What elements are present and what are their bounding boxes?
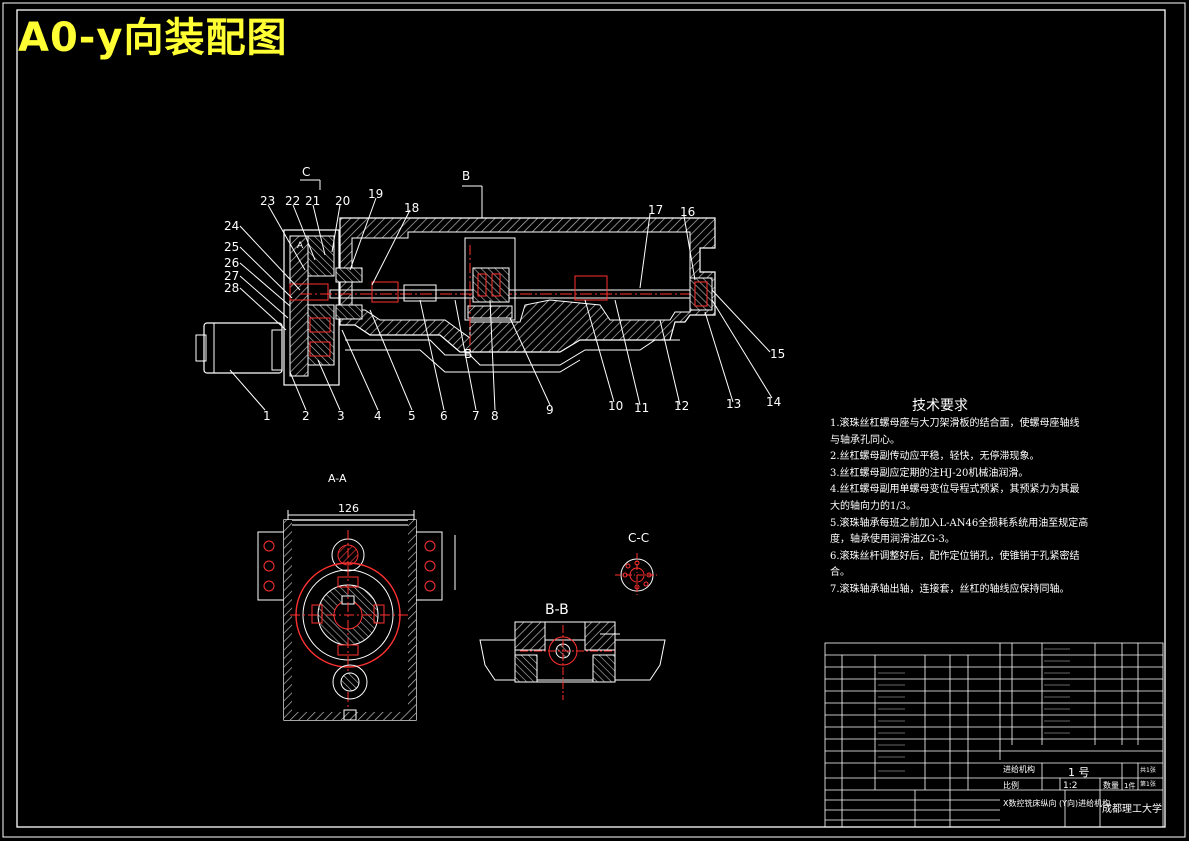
balloon-26: 26 [224, 256, 239, 270]
title-block-qty-value: 1件 [1124, 781, 1135, 790]
balloon-16: 16 [680, 205, 695, 219]
balloon-6: 6 [440, 409, 448, 423]
balloon-24: 24 [224, 219, 239, 233]
title-block-sheet-total: 共1张 [1140, 766, 1156, 774]
section-label-a-small: A [297, 241, 304, 251]
section-view-b-b: B-B [479, 602, 666, 700]
inner-border [16, 9, 1166, 828]
balloon-21: 21 [305, 194, 320, 208]
balloon-8: 8 [491, 409, 499, 423]
title-block-sheet-no: 1 号 [1068, 766, 1090, 779]
balloon-22: 22 [285, 194, 300, 208]
tech-requirement-item: 4.丝杠螺母副用单螺母变位导程式预紧，其预紧力为其最 大的轴向力的1/3。 [830, 484, 1080, 512]
bom-row-marks [878, 648, 1070, 772]
balloon-2: 2 [302, 409, 310, 423]
balloon-11: 11 [634, 401, 649, 415]
tech-requirement-item: 3.丝杠螺母副应定期的注HJ-20机械油润滑。 [830, 467, 1029, 479]
balloon-27: 27 [224, 269, 239, 283]
drawing-title: A0-y向装配图 [18, 15, 288, 61]
balloon-5: 5 [408, 409, 416, 423]
tech-requirements-heading: 技术要求 [912, 398, 968, 414]
tech-requirement-item: 6.滚珠丝杆调整好后，配作定位销孔，使锥销于孔紧密结 合。 [830, 550, 1080, 579]
balloon-23: 23 [260, 194, 275, 208]
section-label-b-bottom: B [464, 347, 472, 361]
title-block-qty-label: 数量 [1103, 780, 1119, 790]
balloon-3: 3 [337, 409, 345, 423]
title-block-mech-label: 进给机构 [1003, 764, 1035, 774]
balloon-20: 20 [335, 194, 350, 208]
title-block-grid [824, 642, 1164, 828]
section-label-b-top: B [462, 169, 470, 183]
balloon-13: 13 [726, 397, 741, 411]
balloon-19: 19 [368, 187, 383, 201]
title-block-scale-value: 1:2 [1063, 781, 1077, 791]
balloon-14: 14 [766, 395, 781, 409]
title-block-school: 成都理工大学 [1102, 802, 1162, 815]
tech-requirement-item: 1.滚珠丝杠螺母座与大刀架滑板的结合面，使螺母座轴线 与轴承孔同心。 [830, 418, 1080, 446]
title-block-scale-label: 比例 [1003, 780, 1019, 790]
balloon-9: 9 [546, 403, 554, 417]
balloon-25: 25 [224, 240, 239, 254]
balloon-12: 12 [674, 399, 689, 413]
tech-requirement-item: 5.滚珠轴承每班之前加入L-AN46全损耗系统用油至规定高 度，轴承使用润滑油Z… [830, 517, 1089, 546]
view-label-cc: C-C [628, 531, 649, 545]
section-label-c: C [302, 165, 310, 179]
tech-requirements-list: 1.滚珠丝杠螺母座与大刀架滑板的结合面，使螺母座轴线 与轴承孔同心。 2.丝杠螺… [830, 416, 1150, 599]
section-view-a-a: A-A 126 [257, 472, 456, 721]
dimension-126: 126 [338, 502, 359, 515]
title-block-sheet-index: 第1张 [1140, 780, 1156, 788]
balloon-17: 17 [648, 203, 663, 217]
title-block-drawing-name: X数控铣床纵向 (Y向)进给机构 [1003, 798, 1110, 808]
balloon-15: 15 [770, 347, 785, 361]
balloon-1: 1 [263, 409, 271, 423]
balloon-18: 18 [404, 201, 419, 215]
balloon-28: 28 [224, 281, 239, 295]
balloon-4: 4 [374, 409, 382, 423]
view-label-aa: A-A [328, 472, 347, 485]
section-view-c-c: C-C [615, 531, 659, 597]
main-section-view: 24 25 26 27 28 23 22 21 20 19 18 17 16 1… [195, 165, 785, 423]
balloon-7: 7 [472, 409, 480, 423]
view-label-bb: B-B [545, 602, 569, 618]
tech-requirement-item: 7.滚珠轴承轴出轴，连接套，丝杠的轴线应保持同轴。 [830, 583, 1070, 595]
balloon-10: 10 [608, 399, 623, 413]
tech-requirement-item: 2.丝杠螺母副传动应平稳，轻快，无停滞现象。 [830, 451, 1040, 463]
